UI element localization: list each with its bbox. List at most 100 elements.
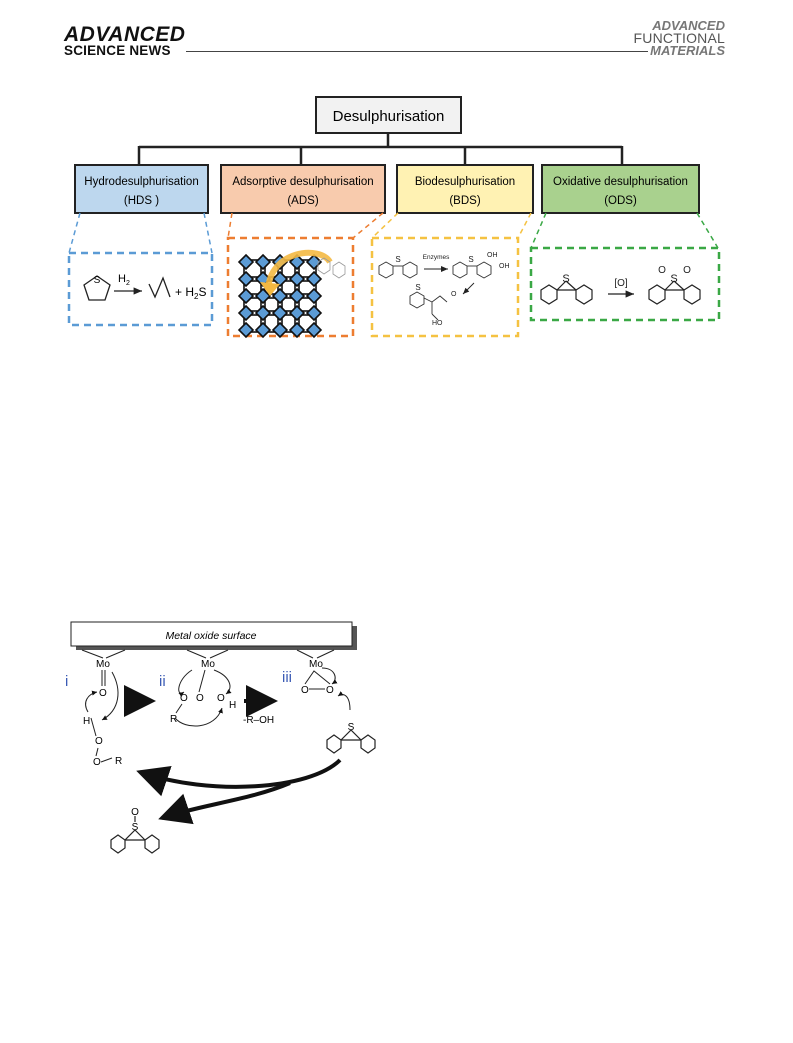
step-ii-r: R <box>170 714 177 725</box>
adsorption-arrowhead <box>260 282 280 296</box>
step-iii-label: iii <box>282 669 292 686</box>
root-label: Desulphurisation <box>333 108 445 125</box>
bds-s-2: S <box>468 255 473 264</box>
bds-oh-1: OH <box>487 252 498 259</box>
dbt-s: S <box>348 722 355 733</box>
panel-ods <box>529 246 721 322</box>
category-hds: Hydrodesulphurisation (HDS ) <box>74 164 209 214</box>
mo-1: Mo <box>96 659 110 670</box>
category-ads: Adsorptive desulphurisation (ADS) <box>220 164 386 214</box>
category-ads-name: Adsorptive desulphurisation <box>232 176 373 188</box>
mof-cell <box>294 293 317 316</box>
mof-cell <box>243 293 266 316</box>
regeneration-arrow <box>136 758 342 797</box>
mof-node <box>254 321 272 339</box>
mof-node <box>237 304 255 322</box>
mof-node <box>271 321 289 339</box>
sulfoxide-o: O <box>131 807 139 818</box>
thiophene-s: S <box>94 275 101 286</box>
ods-o-1: O <box>658 265 666 276</box>
step-ii: ii Mo O O O H R <box>159 659 236 727</box>
surface-anchors <box>81 649 335 659</box>
logo-advanced-right: ADVANCED <box>652 18 725 33</box>
hds-scheme: S H2 + H2S <box>83 273 206 301</box>
mof-node <box>237 287 255 305</box>
mof-node <box>305 270 323 288</box>
mof-node <box>288 287 306 305</box>
mof-cell <box>294 259 317 282</box>
mof-cell <box>277 276 300 299</box>
bds-ho: HO <box>432 320 443 327</box>
mof-node <box>305 287 323 305</box>
mof-cell <box>260 310 283 333</box>
step-ii-label: ii <box>159 673 166 690</box>
mo-2: Mo <box>201 659 215 670</box>
logo-science-news-text: SCIENCE NEWS <box>64 43 171 58</box>
product-arrow <box>158 781 291 825</box>
mof-node <box>254 287 272 305</box>
sulfoxide-s: S <box>132 822 139 833</box>
thiophene-ring <box>83 275 111 301</box>
mof-node <box>305 321 323 339</box>
logo-materials-text: MATERIALS <box>650 42 725 58</box>
bds-s-3: S <box>415 283 420 292</box>
category-ods: Oxidative desulphurisation (ODS) <box>541 164 700 214</box>
mof-node <box>305 253 323 271</box>
mof-node <box>288 270 306 288</box>
mof-node <box>237 321 255 339</box>
category-ads-abbr: (ADS) <box>287 195 318 207</box>
panel-ads <box>226 236 355 338</box>
category-bds-abbr: (BDS) <box>449 195 480 207</box>
tree-connectors <box>137 133 624 165</box>
ods-s-2: S <box>670 273 677 285</box>
step-i: i Mo O H O O R <box>65 659 122 768</box>
panel-bds <box>370 236 520 338</box>
logo-functional-text: FUNCTIONAL <box>633 29 725 46</box>
bds-reagent: Enzymes <box>423 254 450 261</box>
hds-product: + H2S <box>175 285 206 301</box>
logo-advanced-text: ADVANCED <box>64 23 186 46</box>
category-bds: Biodesulphurisation (BDS) <box>396 164 534 214</box>
bds-oh-2: OH <box>499 263 510 270</box>
step-ii-o-2: O <box>196 693 204 704</box>
mof-cell <box>243 259 266 282</box>
step-i-h: H <box>83 716 90 727</box>
step-ii-o-3: O <box>217 693 225 704</box>
mof-node <box>271 270 289 288</box>
ods-s-1: S <box>562 273 569 285</box>
mof-cell <box>294 276 317 299</box>
ods-reagent: [O] <box>614 278 628 289</box>
figure-ods-mechanism: Metal oxide surface i Mo O H O O R ii Mo… <box>65 621 376 854</box>
step-ii-o-1: O <box>180 693 188 704</box>
ads-scheme <box>237 249 346 339</box>
mof-node <box>305 304 323 322</box>
mof-node <box>237 253 255 271</box>
surface-label: Metal oxide surface <box>165 630 256 642</box>
mof-node <box>288 304 306 322</box>
byproduct-label: -R–OH <box>243 715 274 726</box>
ods-o-2: O <box>683 265 691 276</box>
mof-cell <box>294 310 317 333</box>
diol-intermediate <box>452 261 492 279</box>
category-ods-name: Oxidative desulphurisation <box>553 176 688 188</box>
adsorption-arrow <box>265 249 333 291</box>
ring-opened-product <box>409 291 448 321</box>
step-iii-o-1: O <box>301 685 309 696</box>
header-rule <box>186 51 648 52</box>
category-hds-name: Hydrodesulphurisation <box>84 176 198 188</box>
step-iii: iii Mo O O S <box>282 659 376 754</box>
step-i-label: i <box>65 673 68 690</box>
mof-node <box>288 321 306 339</box>
step-i-r: R <box>115 756 122 767</box>
ods-scheme: S [O] S O O <box>540 265 701 305</box>
dibenzothiophene-sulfone <box>648 280 701 305</box>
hds-reagent: H2 <box>118 273 130 287</box>
figure-desulphurisation-overview: Desulphurisation Hydrodesulphurisation (… <box>67 96 721 339</box>
callout-lines <box>68 212 719 254</box>
step-i-o-oxo: O <box>99 688 107 699</box>
dbt-reactant <box>326 729 376 754</box>
step-i-o-2: O <box>93 757 101 768</box>
journal-logo-right: ADVANCED FUNCTIONAL MATERIALS <box>633 18 725 58</box>
mof-cell <box>277 293 300 316</box>
category-ods-abbr: (ODS) <box>604 195 637 207</box>
